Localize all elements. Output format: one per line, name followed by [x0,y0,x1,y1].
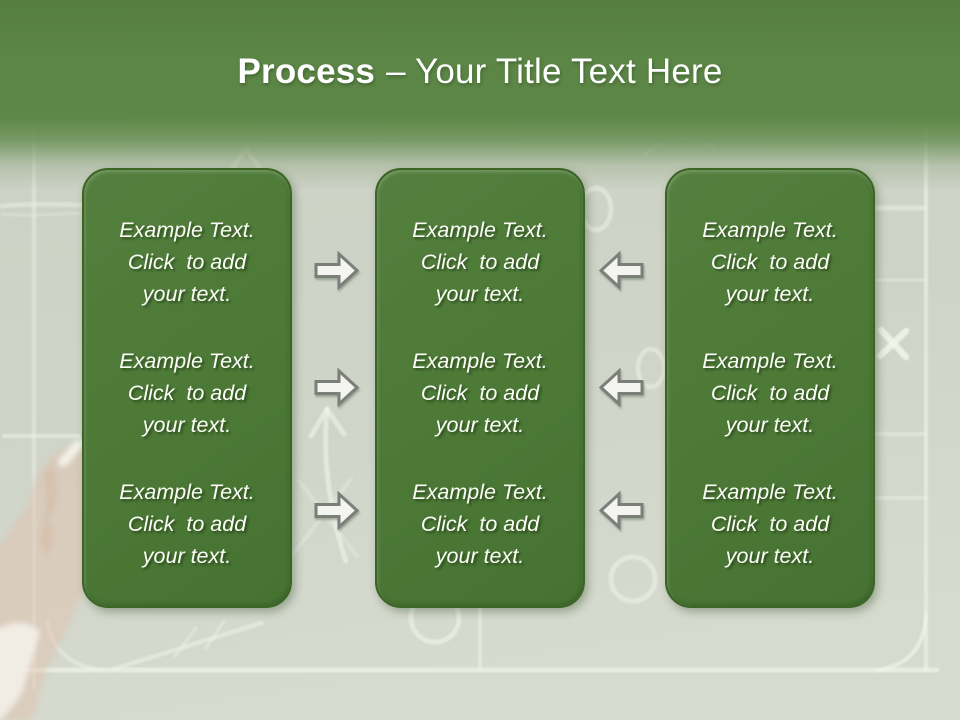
text-placeholder[interactable]: Example Text. Click to add your text. [702,218,838,306]
hand-photo [0,439,109,720]
process-box-3[interactable]: Example Text. Click to add your text. Ex… [665,168,875,608]
text-placeholder[interactable]: Example Text. Click to add your text. [119,218,255,306]
text-placeholder[interactable]: Example Text. Click to add your text. [119,480,255,568]
arrow-left-icon [598,490,644,531]
slide-title: Process – Your Title Text Here [0,50,960,94]
text-placeholder[interactable]: Example Text. Click to add your text. [702,480,838,568]
chalk-o-mark [635,346,667,390]
chalk-stick [58,439,84,467]
arrow-right-icon [314,367,360,408]
arrow-right-icon [314,250,360,291]
text-placeholder[interactable]: Example Text. Click to add your text. [412,480,548,568]
slide-title-lead: Process [237,52,376,91]
text-placeholder[interactable]: Example Text. Click to add your text. [702,349,838,437]
chalk-o-mark [608,554,658,604]
arrow-left-icon [598,367,644,408]
arrow-right-icon [314,490,360,531]
text-placeholder[interactable]: Example Text. Click to add your text. [412,218,548,306]
process-box-1[interactable]: Example Text. Click to add your text. Ex… [82,168,292,608]
process-box-2[interactable]: Example Text. Click to add your text. Ex… [375,168,585,608]
chalk-arrow [323,408,349,564]
text-placeholder[interactable]: Example Text. Click to add your text. [119,349,255,437]
shirt-cuff [0,623,40,720]
arrow-left-icon [598,250,644,291]
text-placeholder[interactable]: Example Text. Click to add your text. [412,349,548,437]
slide-title-tail: – Your Title Text Here [386,52,723,91]
